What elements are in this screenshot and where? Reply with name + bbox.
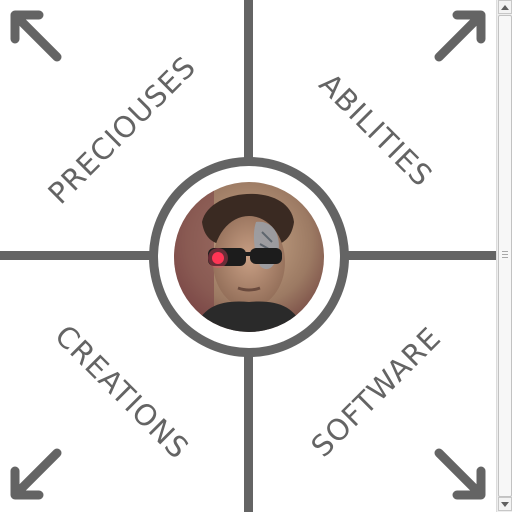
creations-link[interactable]: CREATIONS [48,318,196,466]
radial-menu: PRECIOUSES ABILITIES CREATIONS SOFTWARE [0,0,496,512]
arrow-up-right-icon[interactable] [432,10,486,64]
avatar[interactable] [174,182,324,332]
scroll-up-icon[interactable] [498,0,512,14]
arrow-down-left-icon[interactable] [10,446,64,500]
avatar-photo [174,182,324,332]
vertical-scrollbar[interactable] [496,0,512,512]
arrow-up-left-icon[interactable] [10,10,64,64]
scroll-down-icon[interactable] [498,497,512,511]
arrow-down-right-icon[interactable] [432,446,486,500]
center-ring-inner [158,166,340,348]
center-ring [149,157,349,357]
scrollbar-thumb[interactable] [498,15,512,497]
